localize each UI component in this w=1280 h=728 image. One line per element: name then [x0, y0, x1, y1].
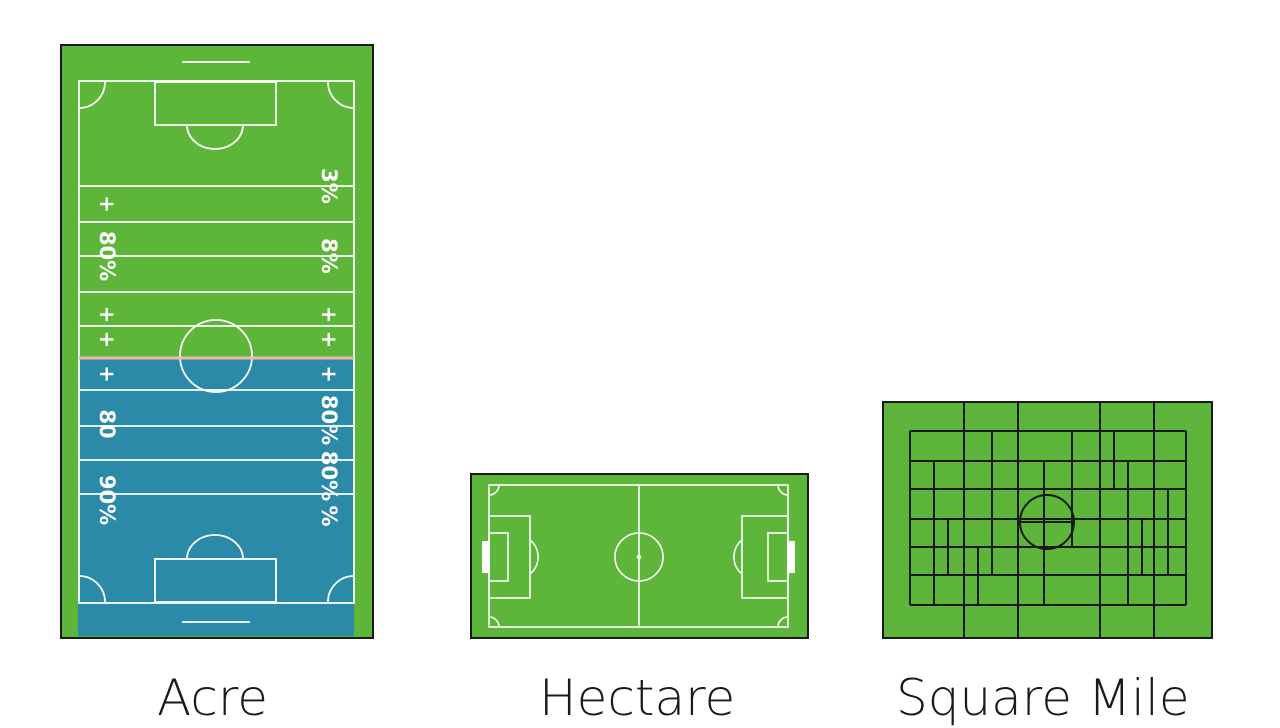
acre-left-marking: 80%	[95, 231, 119, 281]
acre-right-markings: 3% 8% + + + 80% 80% %	[317, 168, 341, 526]
acre-left-marking: +	[95, 195, 119, 213]
hectare-field	[470, 473, 809, 639]
acre-field: + 80% + + + 80 90% 3% 8% + + + 80% 80% %	[60, 44, 374, 639]
acre-left-marking: 90%	[95, 475, 119, 525]
acre-right-marking: + +	[317, 306, 341, 349]
square-mile-label: Square Mile	[896, 669, 1190, 727]
acre-right-marking: 3%	[317, 168, 341, 204]
acre-right-marking: 80%	[317, 395, 341, 445]
acre-right-marking: %	[317, 505, 341, 526]
acre-right-marking: 80%	[317, 451, 341, 501]
acre-left-markings: + 80% + + + 80 90%	[95, 195, 119, 525]
hectare-label: Hectare	[539, 669, 736, 727]
acre-label: Acre	[157, 669, 269, 727]
acre-left-marking: + +	[95, 306, 119, 349]
acre-right-marking: 8%	[317, 238, 341, 274]
acre-left-marking: +	[95, 365, 119, 383]
square-mile-field	[882, 401, 1213, 639]
acre-right-marking: +	[317, 365, 341, 383]
acre-left-marking: 80	[95, 409, 119, 438]
